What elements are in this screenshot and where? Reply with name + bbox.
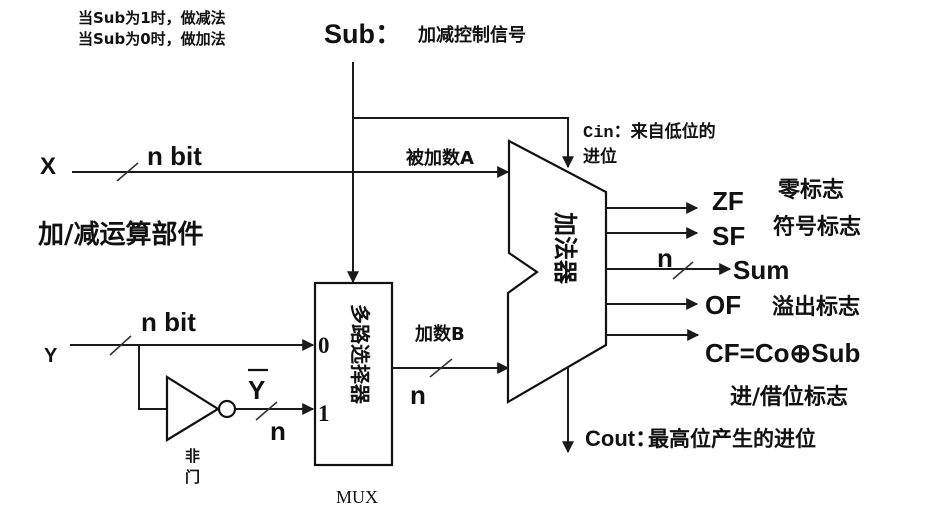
not-gate-label-2: 门 [185, 468, 200, 486]
of-desc: 溢出标志 [772, 294, 860, 320]
not-gate-icon [165, 375, 221, 442]
adder-block [506, 139, 608, 404]
adder-input-a-label: 被加数A [406, 147, 474, 169]
adder-label: 加法器 [551, 212, 579, 285]
sub-signal-desc: 加减控制信号 [417, 24, 526, 46]
x-bus-slash [116, 162, 139, 182]
y-input-label: Y [44, 345, 58, 367]
adder-input-b-label: 加数B [414, 323, 465, 345]
not-gate-bus-width: n [270, 416, 286, 446]
x-bus-width: n bit [147, 141, 202, 171]
cout-desc: 最高位产生的进位 [648, 427, 816, 451]
cf-label: CF=Co⊕Sub [705, 338, 860, 368]
y-bus-slash [109, 335, 132, 356]
mux-label: 多路选择器 [348, 304, 372, 405]
not-gate-label-1: 非 [185, 447, 200, 465]
sum-bus-slash [672, 261, 694, 280]
cf-desc: 进/借位标志 [730, 384, 848, 410]
mux-box [313, 281, 394, 467]
sum-bus-width: n [657, 243, 673, 273]
sf-label: SF [712, 221, 745, 251]
note-add: 当Sub为0时，做加法 [78, 30, 226, 48]
mux-name: MUX [336, 487, 378, 507]
component-title: 加/减运算部件 [38, 219, 204, 250]
cout-label: Cout： [585, 426, 657, 451]
not-gate-bubble [217, 399, 237, 419]
zf-desc: 零标志 [777, 177, 844, 203]
mux-input-1: 1 [318, 401, 330, 426]
mux-input-0: 0 [318, 333, 330, 358]
sf-desc: 符号标志 [773, 214, 861, 240]
cin-label-line2: 进位 [583, 146, 617, 168]
ybar-label: Y [248, 375, 265, 405]
x-input-label: X [40, 153, 56, 180]
y-bus-width: n bit [141, 307, 196, 337]
y-to-not-gate-wire [138, 345, 167, 410]
of-label: OF [705, 290, 741, 320]
b-bus-width: n [410, 380, 426, 410]
sum-label: Sum [733, 255, 789, 285]
zf-label: ZF [712, 186, 744, 216]
cin-label-line1: Cin：来自低位的 [583, 121, 716, 143]
note-subtract: 当Sub为1时，做减法 [78, 9, 226, 27]
ybar-bus-slash [255, 401, 278, 421]
sub-signal-label: Sub： [324, 19, 402, 49]
b-bus-slash [429, 358, 453, 378]
sub-to-cin-wire [353, 117, 574, 169]
